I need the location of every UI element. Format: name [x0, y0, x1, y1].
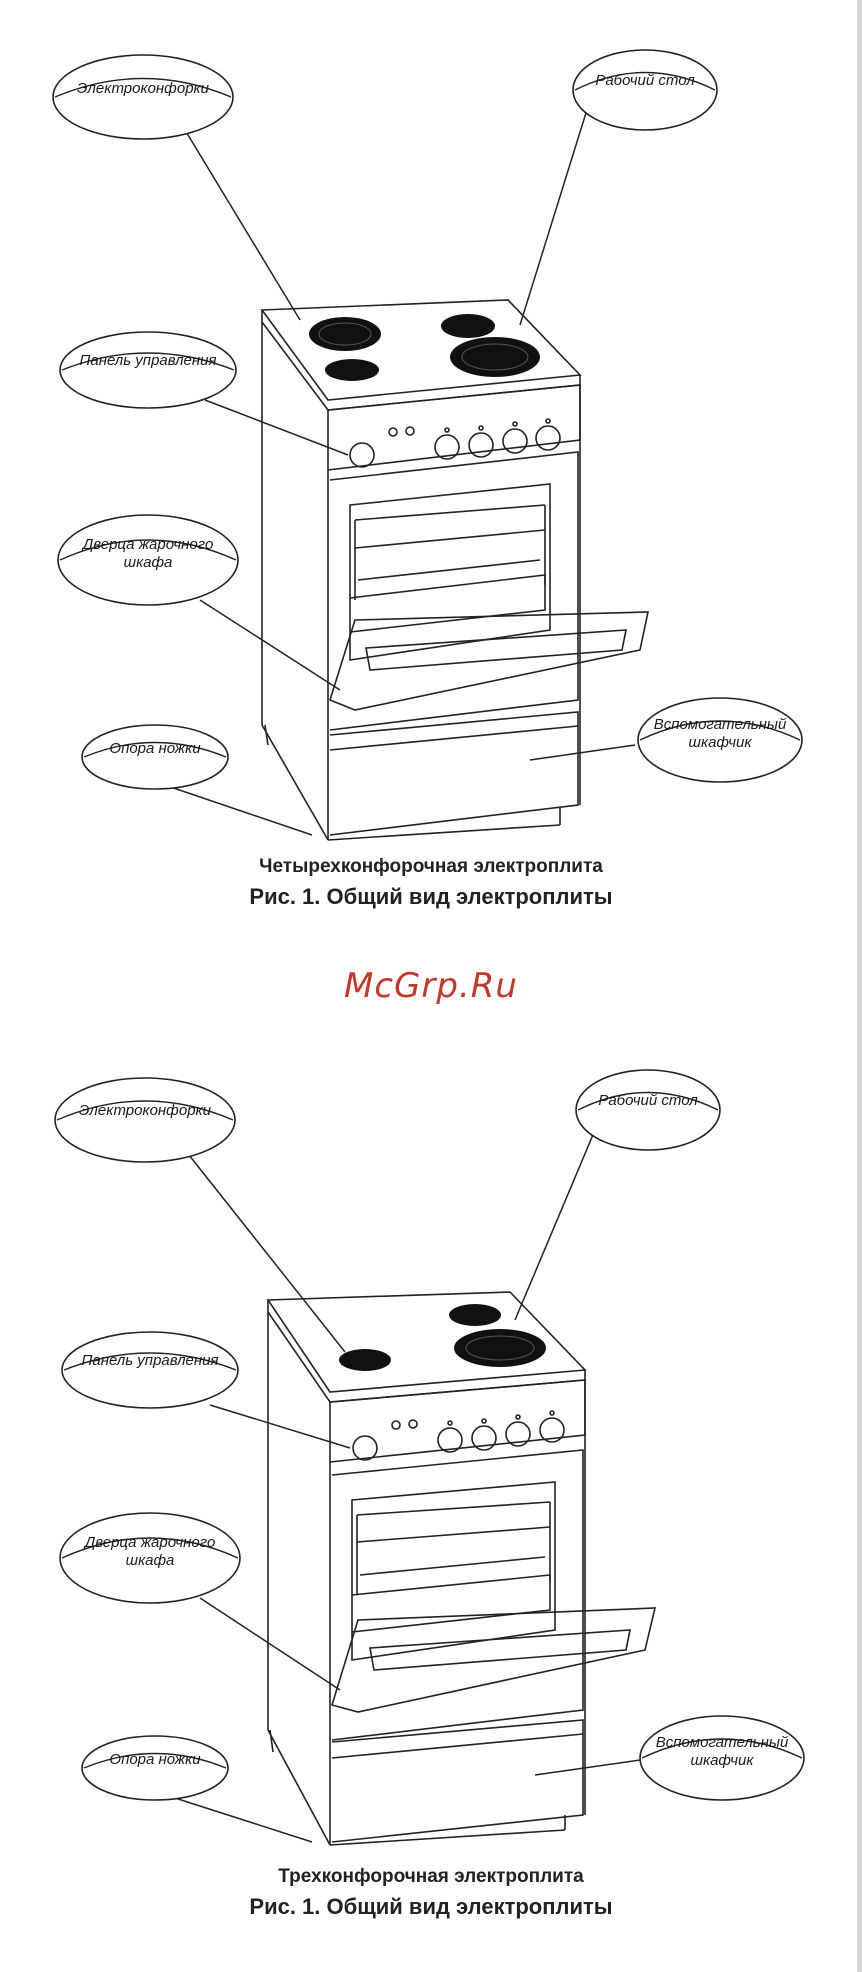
- burners: [309, 314, 540, 381]
- label-oven-door-line2: шкафа: [123, 554, 173, 571]
- stove-drawing: [52, 49, 803, 841]
- control-panel: [327, 384, 581, 471]
- oven-door: [330, 1607, 657, 1713]
- caption-title: Рис. 1. Общий вид электроплиты: [249, 1894, 613, 1919]
- label-oven-door-line2: шкафа: [125, 1552, 175, 1569]
- label-oven-door-line1: Дверца жарочного: [82, 536, 214, 553]
- label-cabinet-line1: Вспомогательный: [655, 1734, 789, 1751]
- caption-subtitle: Трехконфорочная электроплита: [278, 1866, 584, 1887]
- label-worktop: Рабочий стол: [598, 1092, 698, 1109]
- oven-window: [349, 483, 551, 661]
- label-control-panel: Панель управления: [81, 1352, 219, 1369]
- label-cabinet-line2: шкафчик: [690, 1752, 754, 1769]
- storage-cabinet: [329, 711, 579, 836]
- label-burners: Электроконфорки: [77, 80, 209, 97]
- label-oven-door-line1: Дверца жарочного: [84, 1534, 216, 1551]
- caption-title: Рис. 1. Общий вид электроплиты: [249, 884, 613, 909]
- label-leg: Опора ножки: [109, 740, 201, 757]
- label-worktop: Рабочий стол: [595, 72, 695, 89]
- caption-subtitle: Четырехконфорочная электроплита: [259, 856, 603, 877]
- label-cabinet-line2: шкафчик: [688, 734, 752, 751]
- oven-door: [329, 611, 649, 711]
- label-oven-door: Дверца жарочного шкафа: [62, 1534, 238, 1570]
- stove-drawing: [54, 1069, 805, 1846]
- label-oven-door: Дверца жарочного шкафа: [60, 536, 236, 572]
- label-burners: Электроконфорки: [79, 1102, 211, 1119]
- label-cabinet: Вспомогательный шкафчик: [642, 1734, 802, 1770]
- figure-four-burner: Электроконфорки Рабочий стол Панель упра…: [0, 0, 862, 920]
- label-cabinet: Вспомогательный шкафчик: [640, 716, 800, 752]
- label-cabinet-line1: Вспомогательный: [653, 716, 787, 733]
- page-edge: [857, 0, 862, 1972]
- figure-three-burner: Электроконфорки Рабочий стол Панель упра…: [0, 1030, 862, 1950]
- burners: [339, 1304, 546, 1371]
- label-leg: Опора ножки: [109, 1751, 201, 1768]
- oven-window: [351, 1481, 556, 1661]
- label-control-panel: Панель управления: [79, 352, 217, 369]
- watermark: McGrp.Ru: [344, 966, 518, 1006]
